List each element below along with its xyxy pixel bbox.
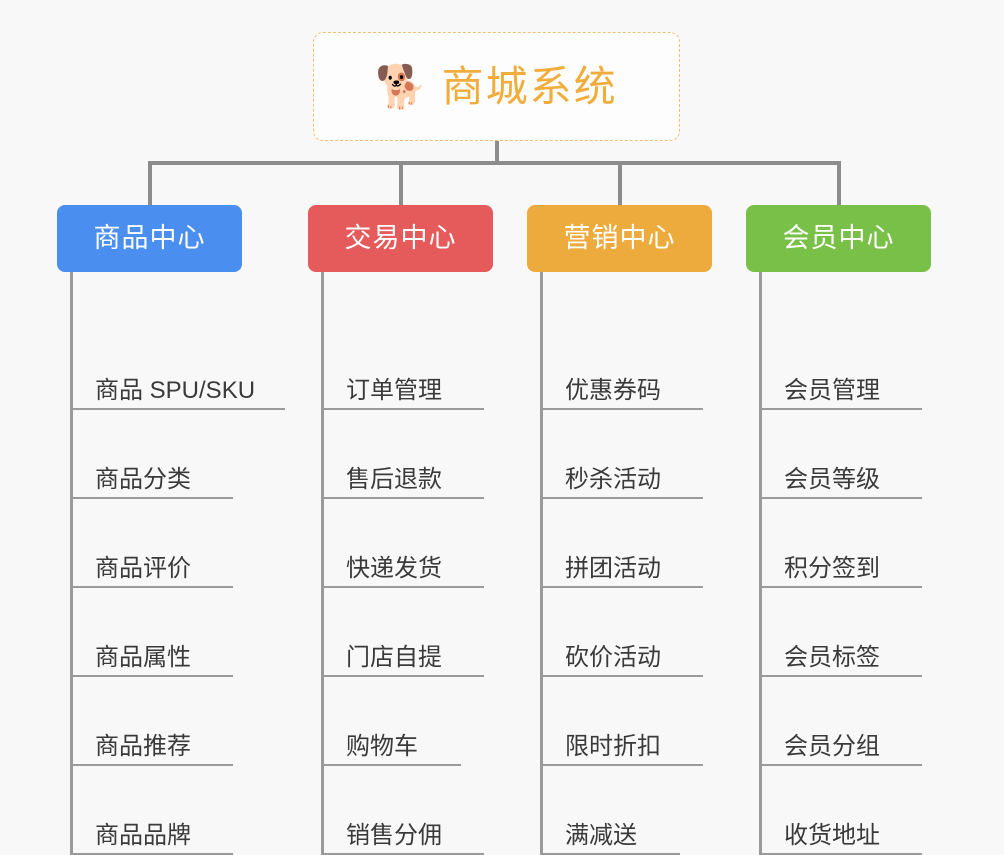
leaf-underline [759, 586, 922, 588]
leaf-underline [540, 408, 703, 410]
leaf-label: 商品品牌 [95, 822, 191, 849]
branch-drop-line-trade-center [399, 161, 403, 205]
leaf-label: 限时折扣 [565, 733, 661, 760]
branch-trunk-line-trade-center [321, 272, 324, 855]
branch-trunk-line-marketing-center [540, 272, 543, 855]
leaf-underline [759, 764, 922, 766]
branch-drop-line-member-center [837, 161, 841, 205]
leaf-underline [70, 764, 233, 766]
leaf-label: 会员标签 [784, 644, 880, 671]
leaf-label: 优惠券码 [565, 377, 661, 404]
leaf-label: 商品 SPU/SKU [95, 377, 256, 404]
leaf-label: 满减送 [565, 822, 637, 849]
branch-drop-line-product-center [148, 161, 152, 205]
leaf-label: 商品分类 [95, 466, 191, 493]
leaf-underline [321, 586, 484, 588]
leaf-label: 会员分组 [784, 733, 880, 760]
leaf-label: 收货地址 [784, 822, 880, 849]
leaf-label: 商品推荐 [95, 733, 191, 760]
category-label-marketing-center: 营销中心 [563, 223, 676, 253]
category-label-trade-center: 交易中心 [344, 223, 457, 253]
leaf-label: 快递发货 [346, 555, 442, 582]
category-box-product-center[interactable]: 商品中心 [57, 205, 242, 272]
leaf-underline [321, 764, 461, 766]
leaf-label: 门店自提 [346, 644, 442, 671]
branch-trunk-line-member-center [759, 272, 762, 855]
horizontal-bus-line [150, 161, 838, 165]
leaf-label: 售后退款 [346, 466, 442, 493]
leaf-label: 订单管理 [346, 377, 442, 404]
leaf-underline [70, 497, 233, 499]
leaf-label: 会员等级 [784, 466, 880, 493]
leaf-underline [759, 408, 922, 410]
root-node[interactable]: 🐕 商城系统 [313, 32, 680, 141]
leaf-label: 商品评价 [95, 555, 191, 582]
leaf-underline [70, 586, 233, 588]
leaf-underline [70, 408, 285, 410]
category-label-member-center: 会员中心 [782, 223, 895, 253]
shiba-dog-icon: 🐕 [375, 62, 428, 110]
leaf-underline [540, 675, 703, 677]
leaf-label: 会员管理 [784, 377, 880, 404]
category-box-trade-center[interactable]: 交易中心 [308, 205, 493, 272]
leaf-underline [759, 675, 922, 677]
leaf-label: 砍价活动 [565, 644, 661, 671]
leaf-underline [540, 764, 703, 766]
leaf-underline [321, 497, 484, 499]
leaf-underline [321, 408, 484, 410]
leaf-label: 销售分佣 [346, 822, 442, 849]
leaf-label: 商品属性 [95, 644, 191, 671]
category-label-product-center: 商品中心 [93, 223, 206, 253]
category-box-member-center[interactable]: 会员中心 [746, 205, 931, 272]
root-stem-line [495, 141, 499, 165]
branch-trunk-line-product-center [70, 272, 73, 855]
category-box-marketing-center[interactable]: 营销中心 [527, 205, 712, 272]
root-title: 商城系统 [441, 62, 618, 110]
leaf-label: 购物车 [346, 733, 418, 760]
leaf-underline [540, 497, 703, 499]
leaf-underline [70, 675, 233, 677]
leaf-underline [540, 586, 703, 588]
leaf-label: 积分签到 [784, 555, 880, 582]
leaf-underline [321, 675, 484, 677]
leaf-underline [759, 497, 922, 499]
leaf-label: 秒杀活动 [565, 466, 661, 493]
leaf-label: 拼团活动 [565, 555, 661, 582]
branch-drop-line-marketing-center [618, 161, 622, 205]
